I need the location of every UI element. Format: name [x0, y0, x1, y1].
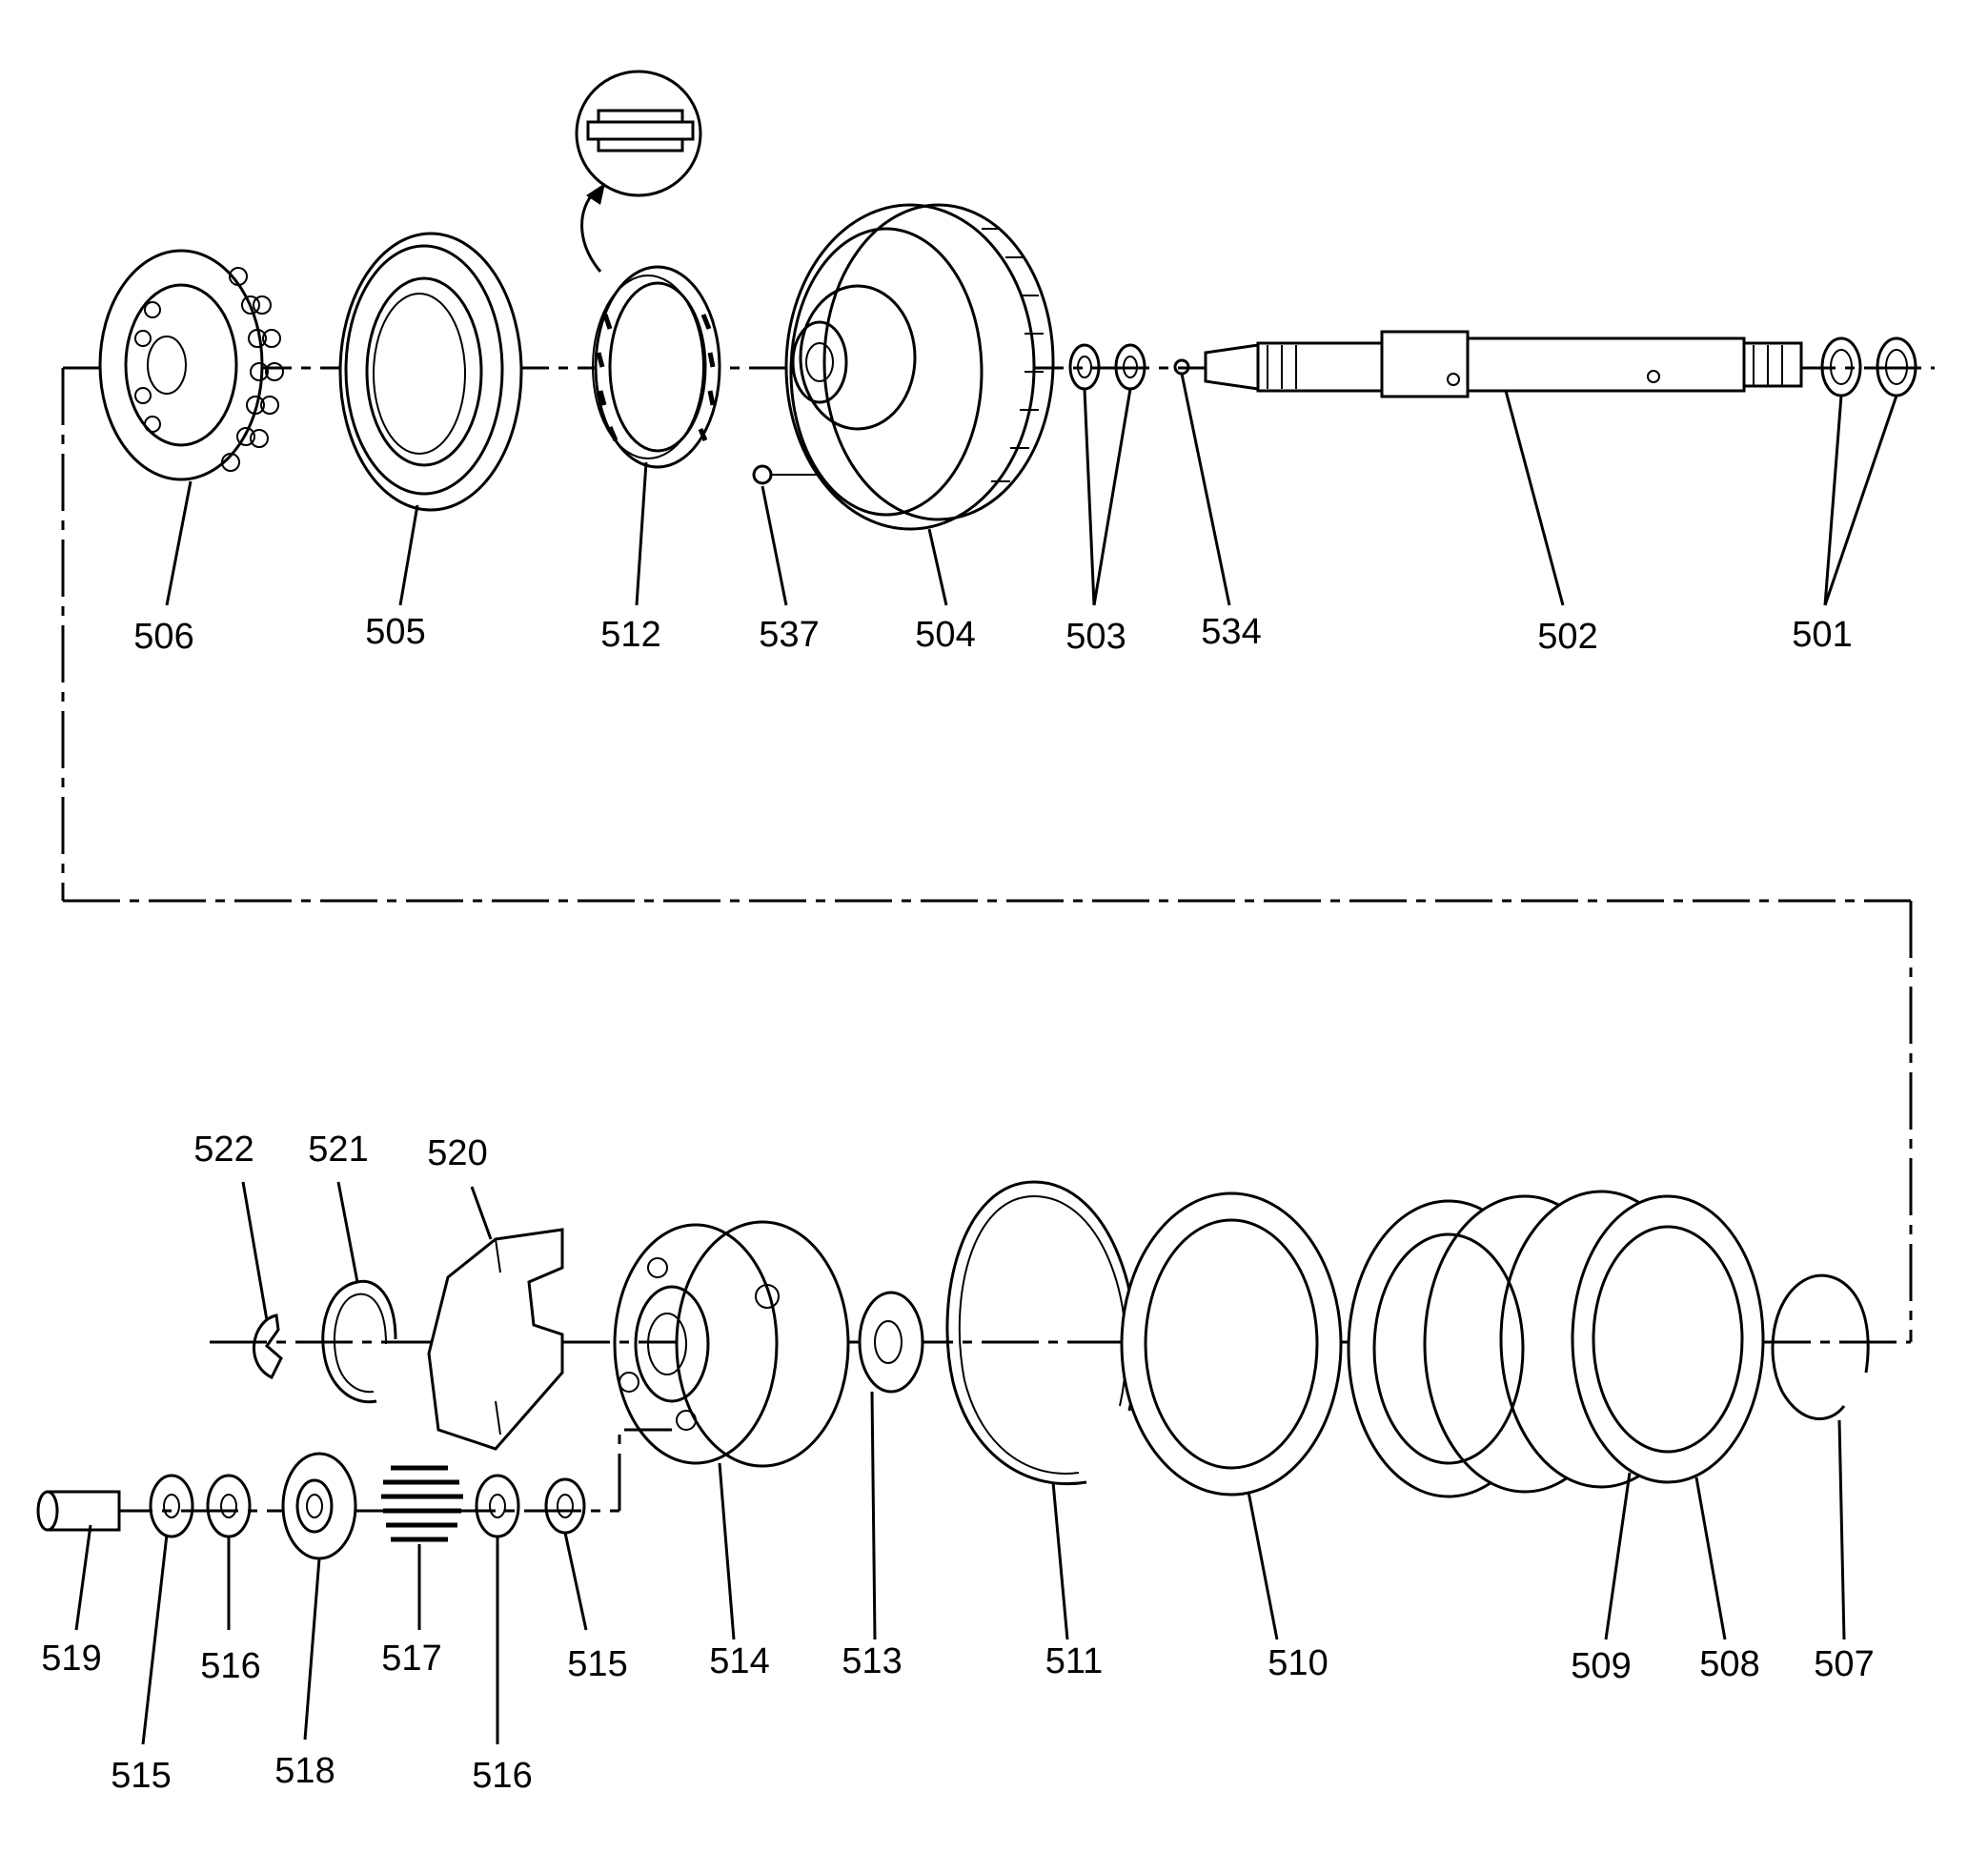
label-537: 537 [759, 615, 819, 655]
label-504: 504 [915, 615, 975, 655]
part-512-roller-clutch [592, 265, 721, 469]
label-518: 518 [274, 1751, 335, 1791]
part-510-clutch-plate [1120, 1191, 1343, 1497]
label-517: 517 [381, 1639, 441, 1679]
part-labels: 506 505 512 537 504 503 534 502 501 522 … [41, 612, 1874, 1796]
label-502: 502 [1537, 617, 1597, 657]
leader-lines [74, 373, 1898, 1745]
label-515b: 515 [111, 1756, 171, 1796]
detail-callout-bubble [575, 70, 702, 273]
part-516-washer-right [475, 1474, 520, 1538]
label-516a: 516 [200, 1646, 260, 1686]
label-508: 508 [1699, 1644, 1759, 1684]
part-517-needle-bearings [381, 1465, 463, 1542]
label-521: 521 [308, 1130, 368, 1170]
label-507: 507 [1814, 1644, 1874, 1684]
part-514-carrier [613, 1220, 850, 1468]
label-506: 506 [133, 617, 193, 657]
part-502-input-shaft [1204, 330, 1803, 398]
part-505-ring-housing [338, 232, 523, 512]
label-515a: 515 [567, 1644, 627, 1684]
label-522: 522 [193, 1130, 254, 1170]
part-520-thrust-plate [427, 1228, 564, 1451]
label-534: 534 [1201, 612, 1261, 652]
part-518-pinion-gear [281, 1452, 357, 1560]
label-510: 510 [1268, 1643, 1328, 1683]
part-522-clip [253, 1313, 283, 1380]
part-516-washer-left [206, 1474, 252, 1538]
label-519: 519 [41, 1639, 101, 1679]
part-521-snap-ring [321, 1279, 397, 1404]
part-513-thrust-washer [858, 1291, 924, 1394]
part-506-plate [98, 249, 284, 481]
label-513: 513 [842, 1641, 902, 1681]
label-505: 505 [365, 612, 425, 652]
label-503: 503 [1065, 617, 1126, 657]
part-508-clutch-plate [1571, 1194, 1765, 1484]
part-511-snap-ring [945, 1180, 1138, 1486]
part-507-snap-ring [1771, 1273, 1870, 1420]
part-515-washer-right [544, 1477, 586, 1535]
part-515-washer-left [149, 1474, 194, 1538]
label-514: 514 [709, 1641, 769, 1681]
label-512: 512 [600, 615, 660, 655]
label-516b: 516 [472, 1756, 532, 1796]
label-511: 511 [1045, 1641, 1104, 1681]
part-504-input-housing [784, 203, 1055, 531]
label-520: 520 [427, 1133, 487, 1173]
part-519-pinion-pin [36, 1490, 121, 1532]
label-509: 509 [1571, 1646, 1631, 1686]
label-501: 501 [1792, 615, 1852, 655]
